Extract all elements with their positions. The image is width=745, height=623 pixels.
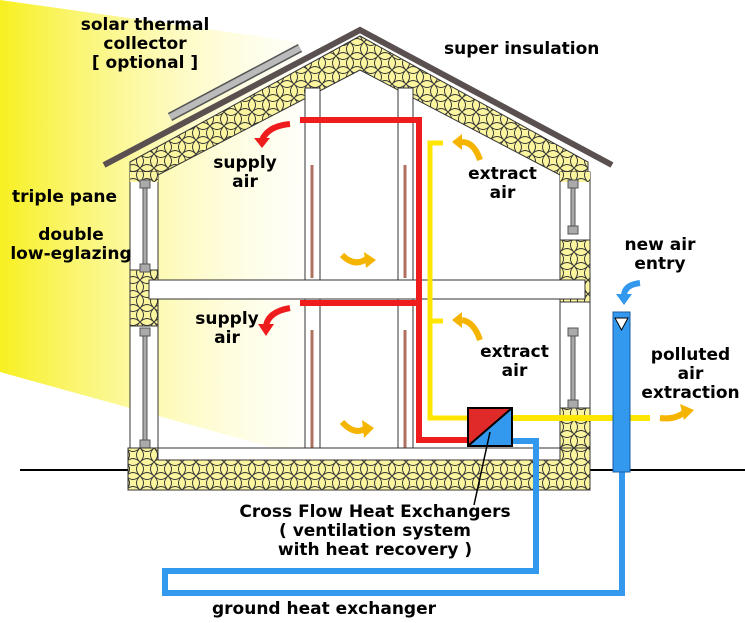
air-intake-column <box>612 311 631 473</box>
label-line: air <box>501 361 528 381</box>
label-line: supply <box>213 153 277 173</box>
label-line: collector <box>103 34 187 54</box>
label-line: polluted <box>650 345 731 365</box>
heat-exchanger <box>467 407 513 447</box>
label-line: air <box>214 328 240 348</box>
label-line: Cross Flow Heat Exchangers <box>239 502 511 522</box>
ground-heat-exchanger-label: ground heat exchanger <box>212 599 437 619</box>
label-line: air <box>489 183 516 203</box>
pointer-line <box>473 431 491 506</box>
polluted-air-label: polluted air extraction <box>638 346 743 403</box>
extract-air-label-bottom: extract air <box>472 343 557 381</box>
extract-air-label-top: extract air <box>460 165 545 203</box>
ground-heat-exchanger-pipe <box>162 438 625 596</box>
windows <box>139 179 579 449</box>
interior-columns <box>304 87 414 451</box>
supply-arrow-icon <box>259 121 291 142</box>
extract-duct <box>427 140 470 421</box>
label-line: extract <box>468 164 537 184</box>
label-line: extraction <box>641 383 740 403</box>
extract-arrow-icon <box>461 139 483 162</box>
air-flow-arrows <box>254 121 694 438</box>
extract-arrow-icon <box>461 317 483 342</box>
label-line: low-eglazing <box>10 244 132 264</box>
label-line: [ optional ] <box>91 53 199 73</box>
triple-pane-label: triple pane <box>12 187 118 207</box>
super-insulation-label: super insulation <box>444 39 600 59</box>
flow-arrow-icon <box>339 252 370 266</box>
label-line: solar thermal <box>80 15 210 35</box>
label-line: with heat recovery ) <box>277 540 473 560</box>
intake-valve-icon <box>614 317 629 332</box>
label-line: supply <box>195 309 259 329</box>
label-line: double <box>38 225 104 245</box>
label-line: ( ventilation system <box>279 521 471 541</box>
solar-collector-label: solar thermal collector [ optional ] <box>60 16 230 73</box>
new-air-entry-label: new air entry <box>615 236 705 274</box>
supply-air-label-bottom: supply air <box>187 310 267 348</box>
supply-duct <box>300 117 470 443</box>
double-glazing-label: double low-eglazing <box>0 226 142 264</box>
floor-slab <box>148 279 586 300</box>
label-line: air <box>677 364 704 384</box>
label-line: entry <box>634 254 686 274</box>
label-line: extract <box>480 342 549 362</box>
heat-exchanger-label: Cross Flow Heat Exchangers ( ventilation… <box>210 503 540 560</box>
label-line: new air <box>624 235 696 255</box>
roof <box>102 26 614 168</box>
wall-insulation <box>559 407 591 453</box>
supply-arrow-icon <box>263 305 291 327</box>
supply-air-label-top: supply air <box>205 154 285 192</box>
label-line: air <box>232 172 258 192</box>
exhaust-arrow-icon <box>659 409 687 422</box>
